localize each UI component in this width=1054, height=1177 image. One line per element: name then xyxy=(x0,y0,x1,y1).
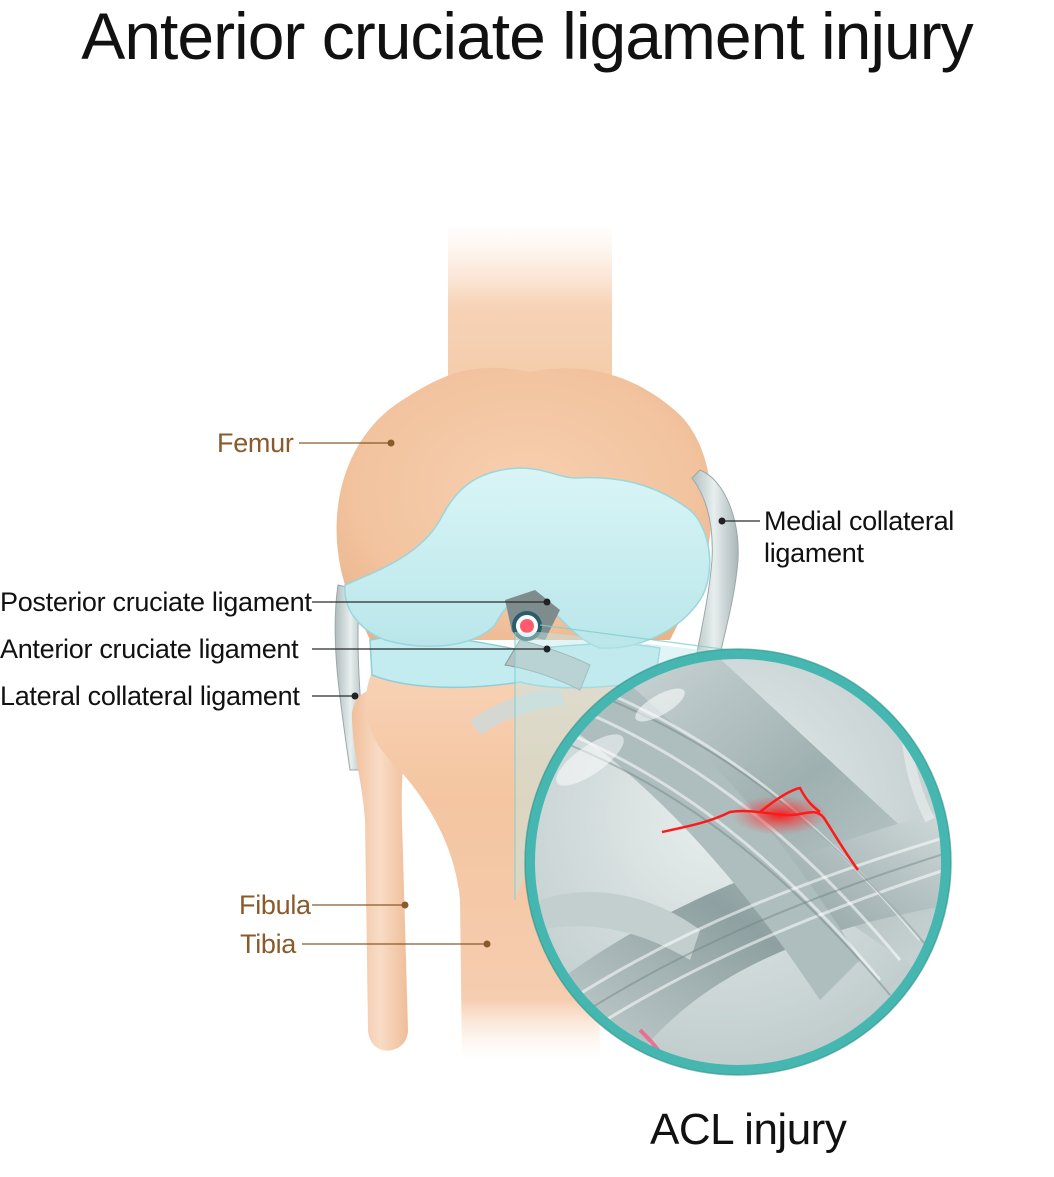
acl-tear xyxy=(661,809,860,871)
label-fibula: Fibula xyxy=(239,890,311,920)
femoral-cartilage xyxy=(344,467,711,649)
acl-fibers xyxy=(470,690,565,735)
label-lcl: Lateral collateral ligament xyxy=(0,681,300,711)
zoom-caption: ACL injury xyxy=(650,1105,847,1154)
injury-marker-core xyxy=(520,619,534,633)
label-tibia: Tibia xyxy=(240,929,297,959)
magnifier-ring xyxy=(525,649,951,1075)
page-title: Anterior cruciate ligament injury xyxy=(81,0,973,73)
label-femur: Femur xyxy=(217,428,294,458)
label-mcl-line2: ligament xyxy=(764,538,864,568)
acl-zoom-view xyxy=(530,654,946,1070)
acl-ligament xyxy=(504,639,591,691)
label-acl: Anterior cruciate ligament xyxy=(0,634,299,664)
label-mcl-line1: Medial collateral xyxy=(764,506,954,536)
label-pcl: Posterior cruciate ligament xyxy=(0,587,312,617)
fibula xyxy=(351,689,408,1051)
